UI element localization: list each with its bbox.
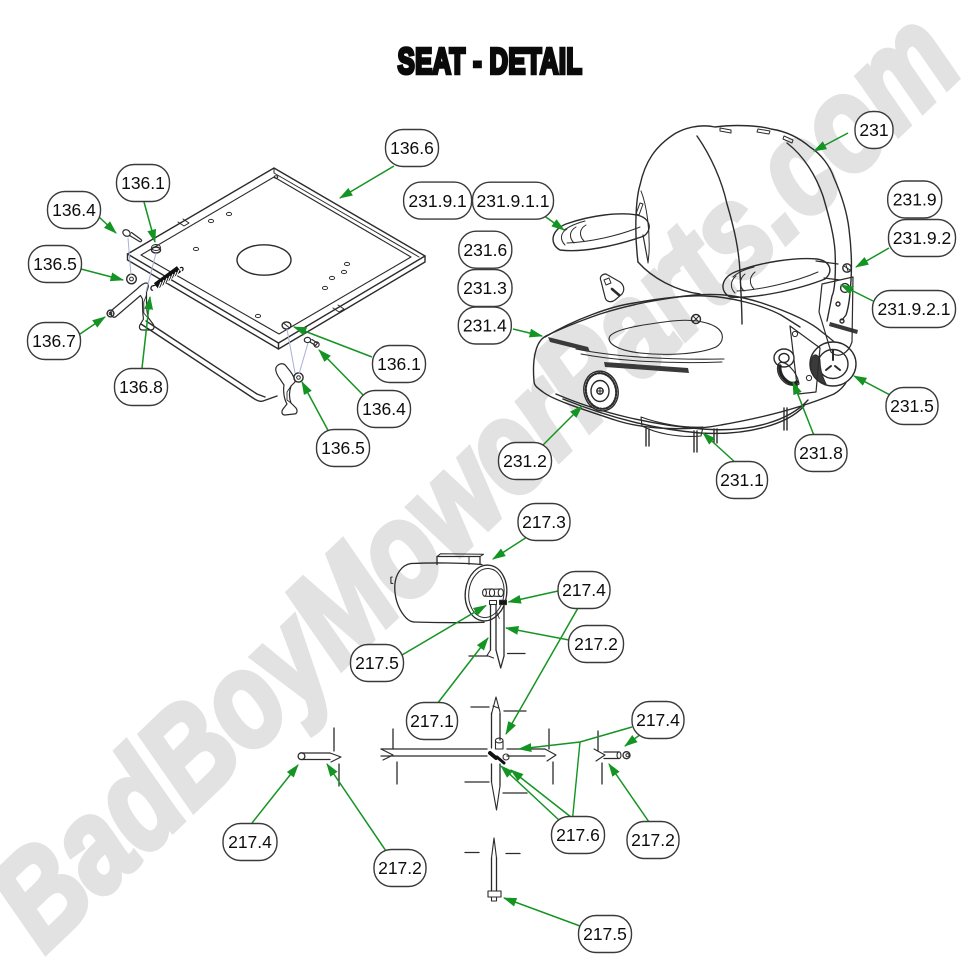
svg-text:217.5: 217.5 [583,924,627,944]
svg-text:136.5: 136.5 [321,438,365,458]
svg-text:231.9.1: 231.9.1 [408,191,466,211]
svg-text:231.8: 231.8 [799,443,843,463]
svg-text:231.9: 231.9 [893,190,937,210]
svg-text:217.3: 217.3 [522,512,566,532]
svg-text:231.2: 231.2 [503,451,547,471]
svg-text:231.9.2.1: 231.9.2.1 [878,299,951,319]
svg-text:136.7: 136.7 [32,331,76,351]
svg-text:231.1: 231.1 [720,470,764,490]
svg-text:217.1: 217.1 [410,711,454,731]
svg-text:231.9.2: 231.9.2 [893,228,951,248]
svg-text:231.5: 231.5 [890,396,934,416]
svg-text:136.4: 136.4 [52,200,96,220]
svg-text:136.6: 136.6 [390,138,434,158]
svg-text:231.4: 231.4 [463,316,507,336]
svg-text:136.1: 136.1 [377,354,421,374]
svg-text:217.6: 217.6 [556,825,600,845]
svg-text:231.9.1.1: 231.9.1.1 [477,191,550,211]
svg-text:217.2: 217.2 [378,858,422,878]
svg-text:231.6: 231.6 [463,240,507,260]
svg-text:217.5: 217.5 [355,653,399,673]
svg-text:SEAT - DETAIL: SEAT - DETAIL [398,41,583,81]
svg-text:136.1: 136.1 [121,173,165,193]
svg-text:136.8: 136.8 [119,377,163,397]
svg-text:217.4: 217.4 [228,832,272,852]
svg-text:231: 231 [859,120,888,140]
svg-text:231.3: 231.3 [463,278,507,298]
svg-text:217.4: 217.4 [562,580,606,600]
svg-text:136.4: 136.4 [362,399,406,419]
svg-text:217.4: 217.4 [636,710,680,730]
svg-text:136.5: 136.5 [33,254,77,274]
svg-text:217.2: 217.2 [631,830,675,850]
svg-text:217.2: 217.2 [574,634,618,654]
